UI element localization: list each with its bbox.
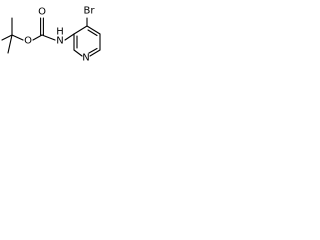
bond-tbu-oxygen — [11, 34, 24, 41]
bond-nitrogen-ring — [64, 33, 75, 41]
carbonyl-oxygen-label: O — [38, 7, 46, 18]
ester-oxygen-label: O — [24, 36, 32, 47]
amide-nitrogen-label: N — [56, 36, 63, 47]
bond-ring-c4-c5 — [86, 25, 101, 35]
bromine-label: Br — [84, 6, 96, 17]
ring-nitrogen-label: N — [82, 53, 89, 64]
bond-ring-n1-c2 — [73, 49, 83, 57]
bond-ring-c3-c4 — [73, 25, 88, 35]
chemical-structure: O O H N Br N — [1, 6, 101, 64]
bond-carbonyl-carbon-nitrogen — [41, 34, 56, 41]
bond-ring-c6-n1-inner — [88, 47, 98, 54]
bonds — [1, 17, 101, 57]
bond-ring-c6-n1 — [89, 49, 101, 57]
bond-tbu-methyl-bottom — [7, 34, 13, 54]
atom-labels: O O H N Br N — [24, 6, 95, 64]
bond-oxygen-carbonyl-carbon — [32, 34, 43, 41]
amide-hydrogen-label: H — [56, 27, 64, 38]
bond-tbu-methyl-left — [1, 34, 13, 41]
bond-ring-c4-c5-inner — [87, 29, 98, 37]
